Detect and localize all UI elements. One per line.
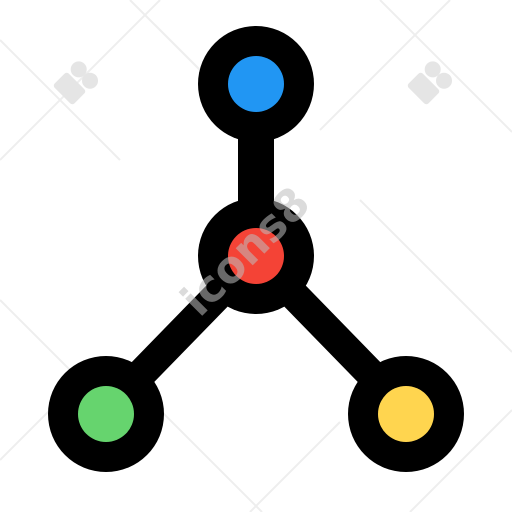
watermark-logo-right bbox=[407, 61, 453, 105]
node-center bbox=[198, 198, 314, 314]
node-top bbox=[198, 26, 314, 142]
node-right bbox=[348, 356, 464, 472]
node-left bbox=[48, 356, 164, 472]
watermark-logo-left bbox=[53, 61, 99, 105]
